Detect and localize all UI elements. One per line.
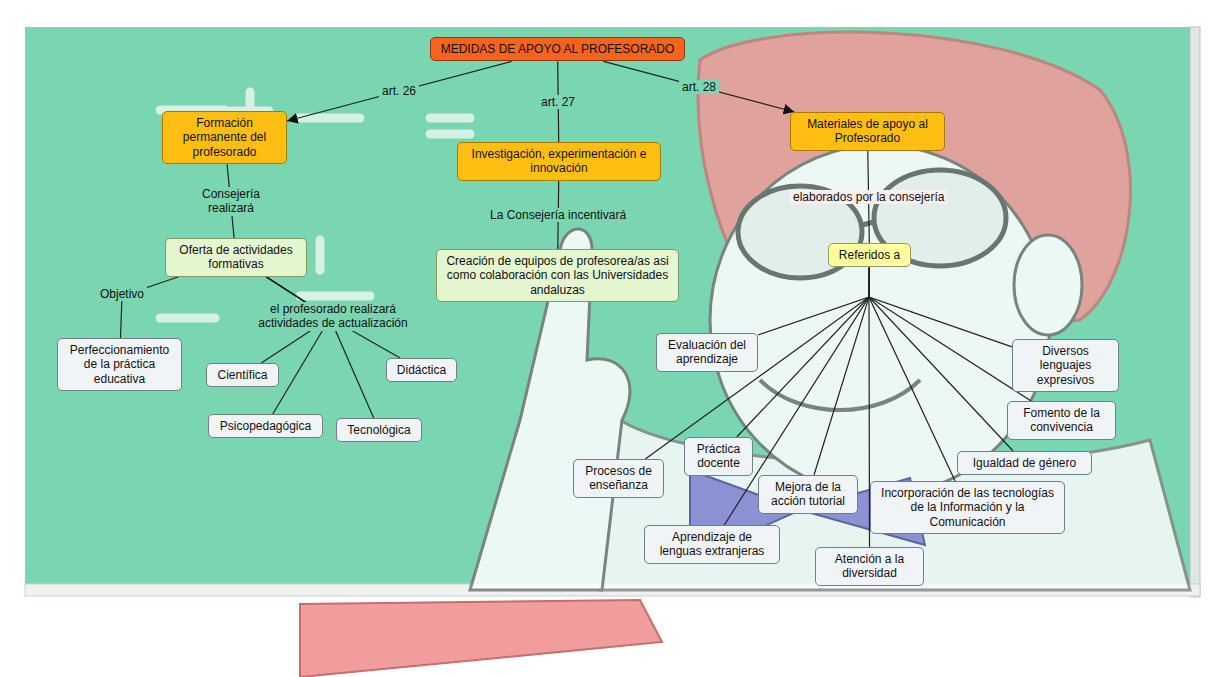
link-phrase: art. 27 [538,95,578,109]
link-phrase: art. 28 [679,80,719,94]
link-phrase: elaborados por la consejería [790,190,947,204]
link-phrase: Objetivo [97,287,147,301]
node-text: Evaluación del aprendizaje [663,338,751,367]
illustration-part [1014,235,1082,335]
illustration-part [430,130,470,139]
concept-box: Psicopedagógica [208,414,323,438]
article-box: Investigación, experimentación e innovac… [457,142,661,181]
node-text: Tecnológica [343,423,415,437]
concept-box: Incorporación de las tecnologías de la I… [870,481,1065,534]
teacher-figure [300,32,1190,677]
link-phrase: el profesorado realizará actividades de … [238,302,428,331]
concept-box: Didáctica [386,358,457,382]
node-text: Perfeccionamiento de la práctica educati… [64,343,175,386]
concept-box: Fomento de la convivencia [1007,401,1116,440]
illustration-part [430,114,470,123]
concept-box: Científica [206,363,279,387]
node-text: Práctica docente [691,442,746,471]
concept-box: Práctica docente [684,437,753,476]
chalkboard [25,27,1197,590]
node-text: MEDIDAS DE APOYO AL PROFESORADO [437,42,678,56]
node-text: Investigación, experimentación e innovac… [464,147,654,176]
connector [869,267,955,481]
node-text: Formación permanente del profesorado [169,116,280,159]
concept-box: Atención a la diversidad [815,547,924,586]
node-text: Aprendizaje de lenguas extranjeras [651,530,773,559]
node-text: Atención a la diversidad [822,552,917,581]
illustration-part [300,292,370,301]
node-text: Científica [213,368,272,382]
link-phrase: art. 26 [379,84,419,98]
connector [287,61,512,121]
connector [869,267,1031,401]
concept-box: Tecnológica [336,418,422,442]
node-text: Creación de equipos de profesorea/as asi… [443,254,672,297]
connector [724,267,869,525]
root-box: MEDIDAS DE APOYO AL PROFESORADO [430,37,685,61]
node-text: Procesos de enseñanza [580,464,657,493]
node-text: Mejora de la acción tutorial [765,480,851,509]
node-text: Igualdad de género [964,456,1085,470]
concept-box: Aprendizaje de lenguas extranjeras [644,525,780,564]
concept-box: Procesos de enseñanza [573,459,664,498]
node-text: Oferta de actividades formativas [172,243,300,272]
node-text: Incorporación de las tecnologías de la I… [877,486,1058,529]
link-phrase: Consejería realizará [191,187,271,216]
link-phrase: La Consejería incentivará [487,208,629,222]
illustration-part [316,240,325,270]
link-box: Referidos a [828,243,911,267]
connector [869,267,1013,451]
concept-box: Igualdad de género [957,451,1092,475]
connector [266,277,374,418]
article-box: Formación permanente del profesorado [162,111,287,164]
chalk-fraction-marks [160,92,470,318]
illustration-part [710,145,1050,495]
illustration-part [160,314,215,323]
action-box: Creación de equipos de profesorea/as asi… [436,249,679,302]
action-box: Oferta de actividades formativas [165,238,307,277]
illustration-part [862,222,874,225]
concept-box: Perfeccionamiento de la práctica educati… [57,338,182,391]
concept-box: Evaluación del aprendizaje [656,333,758,372]
illustration-part [300,600,662,677]
board-frame [1190,27,1200,597]
node-text: Didáctica [393,363,450,377]
illustration-part [760,380,920,410]
concept-box: Mejora de la acción tutorial [758,475,858,514]
article-box: Materiales de apoyo al Profesorado [790,112,945,151]
connector [869,267,1012,347]
node-text: Psicopedagógica [215,419,316,433]
connector [604,61,795,112]
node-text: Diversos lenguajes expresivos [1019,344,1112,387]
node-text: Materiales de apoyo al Profesorado [797,117,938,146]
node-text: Fomento de la convivencia [1014,406,1109,435]
node-text: Referidos a [835,248,904,262]
concept-box: Diversos lenguajes expresivos [1012,339,1119,392]
connector [121,277,179,338]
connector [758,267,869,335]
